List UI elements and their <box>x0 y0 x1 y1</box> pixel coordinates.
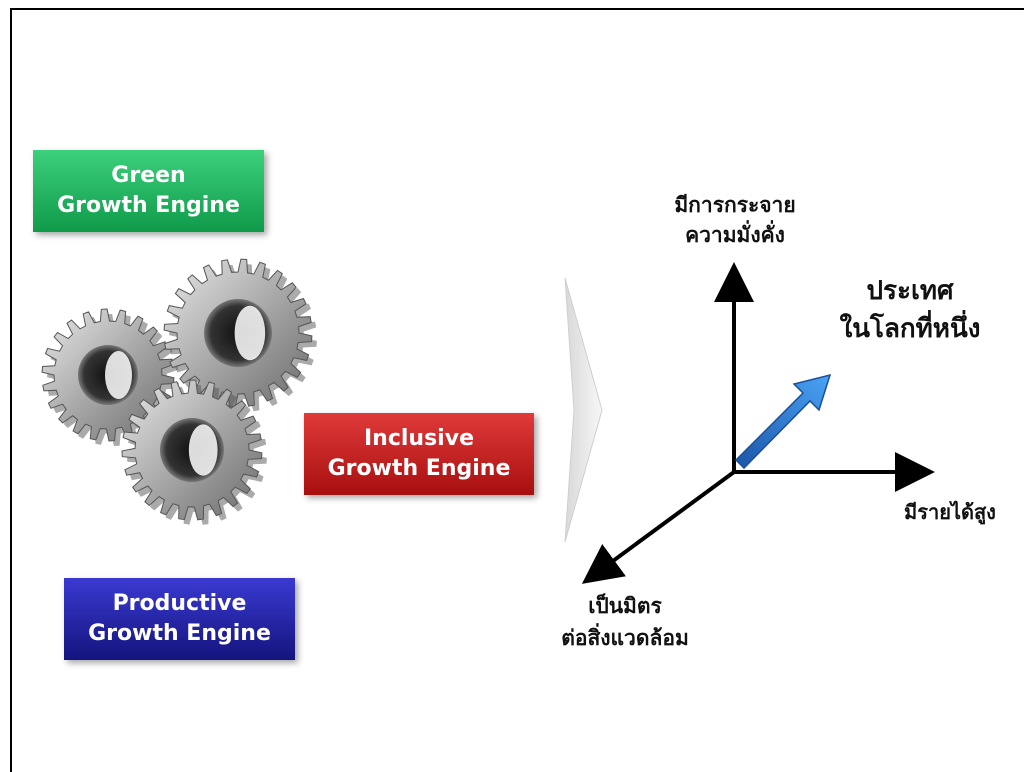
productive-growth-engine-box: Productive Growth Engine <box>64 578 295 660</box>
green-engine-line2: Growth Engine <box>57 193 240 218</box>
axis-down-line1: เป็นมิตร <box>588 594 662 618</box>
axis-down-left <box>581 470 736 584</box>
productive-engine-line2: Growth Engine <box>88 621 271 646</box>
inclusive-growth-engine-box: Inclusive Growth Engine <box>304 413 534 495</box>
inclusive-engine-line2: Growth Engine <box>327 456 511 481</box>
axis-right-label: มีรายได้สูง <box>904 500 996 524</box>
green-growth-engine-box: Green Growth Engine <box>33 150 264 232</box>
productive-engine-line1: Productive <box>112 591 247 616</box>
chevron-right-icon <box>564 277 603 543</box>
target-line2: ในโลกที่หนึ่ง <box>839 314 981 344</box>
three-axis-diagram <box>581 262 935 584</box>
axis-up-line1: มีการกระจาย <box>674 193 796 217</box>
green-engine-line1: Green <box>111 163 186 188</box>
gears-icon <box>41 258 317 525</box>
axis-up-line2: ความมั่งคั่ง <box>685 223 785 247</box>
axis-up-label: มีการกระจาย ความมั่งคั่ง <box>640 190 830 250</box>
target-label: ประเทศ ในโลกที่หนึ่ง <box>800 272 1020 348</box>
axis-down-line2: ต่อสิ่งแวดล้อม <box>561 626 689 650</box>
blue-diagonal-arrow <box>734 373 832 470</box>
gear-left-icon <box>41 308 179 446</box>
target-line1: ประเทศ <box>866 276 954 306</box>
axis-down-label: เป็นมิตร ต่อสิ่งแวดล้อม <box>520 590 730 654</box>
slide-frame <box>10 8 1024 772</box>
gear-right-icon <box>163 258 317 412</box>
inclusive-engine-line1: Inclusive <box>364 426 474 451</box>
gear-bottom-icon <box>121 379 267 525</box>
